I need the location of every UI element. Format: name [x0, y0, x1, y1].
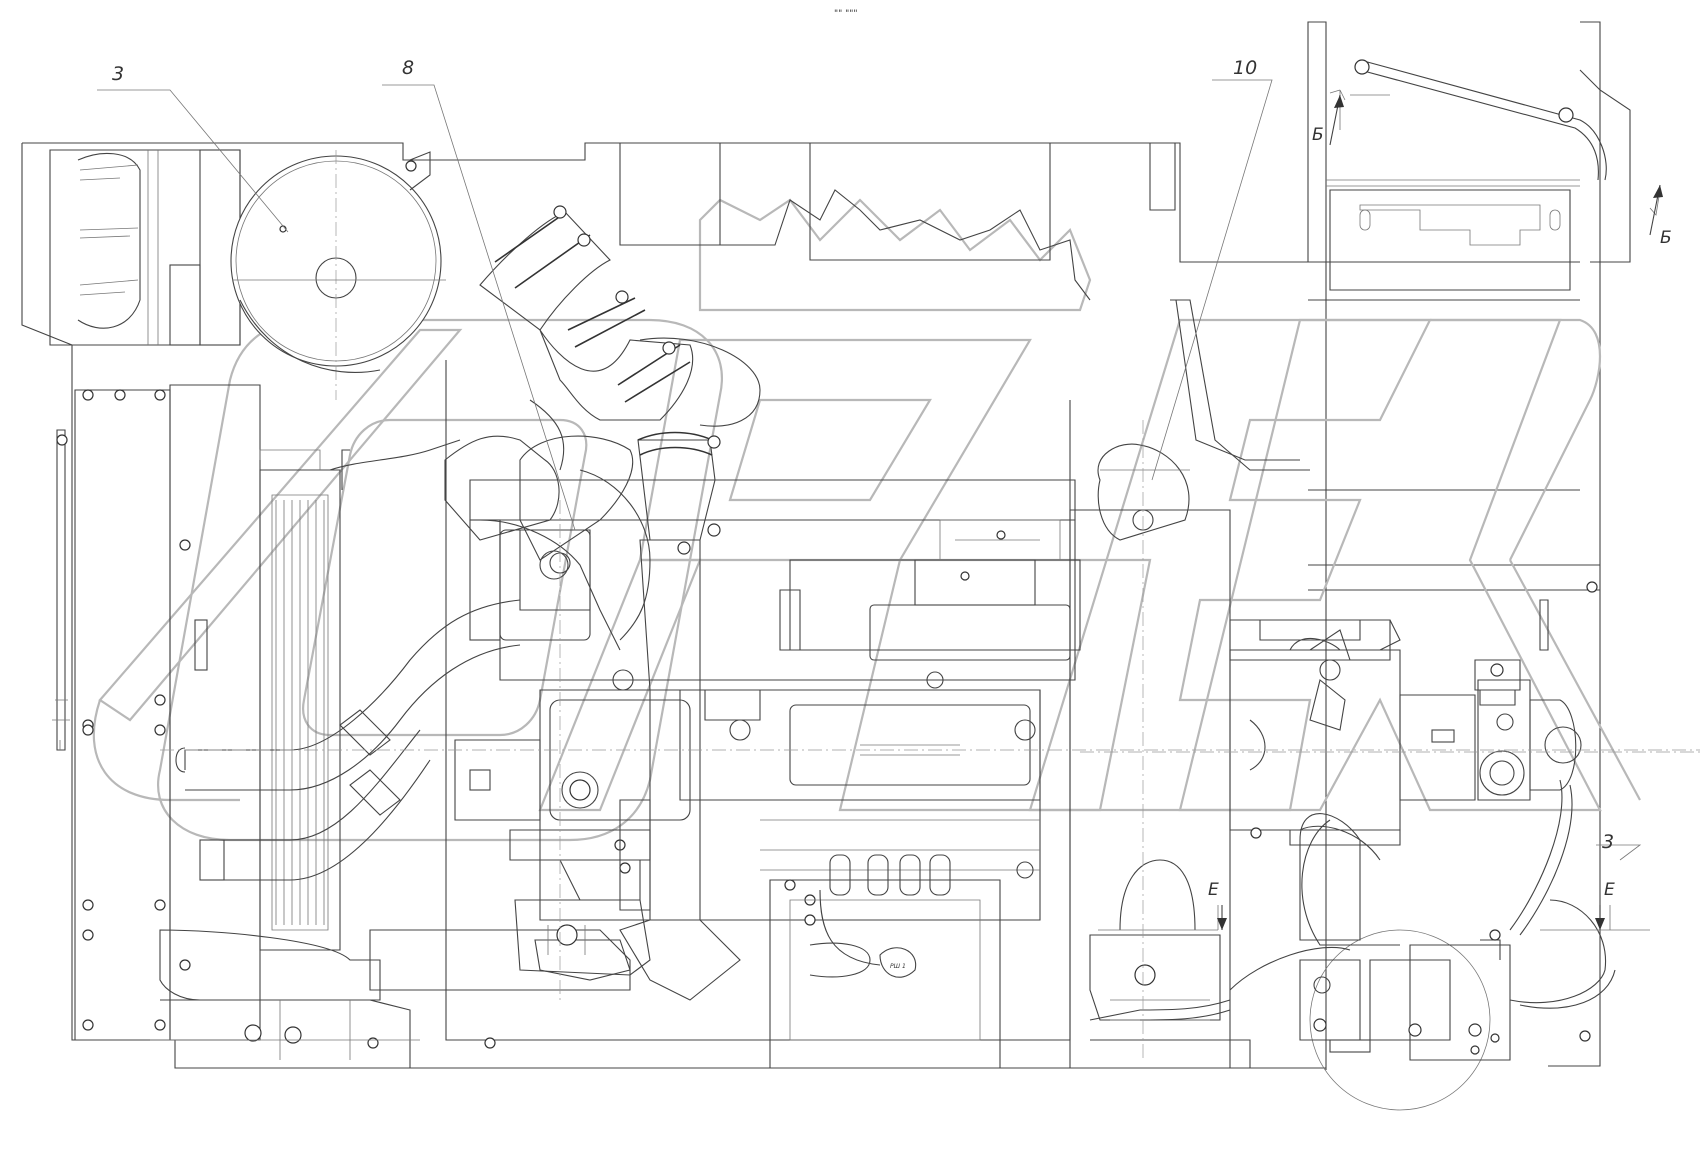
section-b-top: Б: [1312, 125, 1324, 145]
section-e-right: Е: [1604, 880, 1615, 900]
frame-outline: [21, 21, 1631, 1070]
callout-3-top: 3: [112, 63, 124, 85]
callout-3-bottom: 3: [1602, 831, 1614, 853]
lower-right-assembly: [1089, 779, 1616, 1111]
center-lines: [160, 420, 1700, 1060]
rear-bracket: [1229, 59, 1661, 661]
hydraulic-pump: [1080, 659, 1700, 801]
exhaust-pipe: [1170, 299, 1381, 941]
flywheel-housing: [1069, 443, 1401, 1069]
oil-pan: РШ 1: [769, 879, 1001, 1069]
callout-10: 10: [1233, 57, 1257, 79]
opex-watermark: [92, 198, 1641, 842]
section-b-right: Б: [1660, 228, 1672, 248]
engine-top-cover: [619, 143, 1176, 301]
section-marks: Б Б Е Е: [1208, 94, 1672, 930]
pipe-clamp-bolts: [553, 205, 721, 555]
air-filter: [230, 150, 446, 400]
leader-lines: [97, 79, 1650, 931]
section-e-left: Е: [1208, 880, 1219, 900]
header-mark: "" """: [834, 9, 858, 19]
oil-pan-label: РШ 1: [890, 963, 906, 970]
callout-8: 8: [402, 57, 414, 79]
radiator-bolts: [82, 389, 191, 1031]
engine-mount-left: [514, 529, 651, 981]
callout-labels: 3 8 10 3: [112, 57, 1614, 853]
